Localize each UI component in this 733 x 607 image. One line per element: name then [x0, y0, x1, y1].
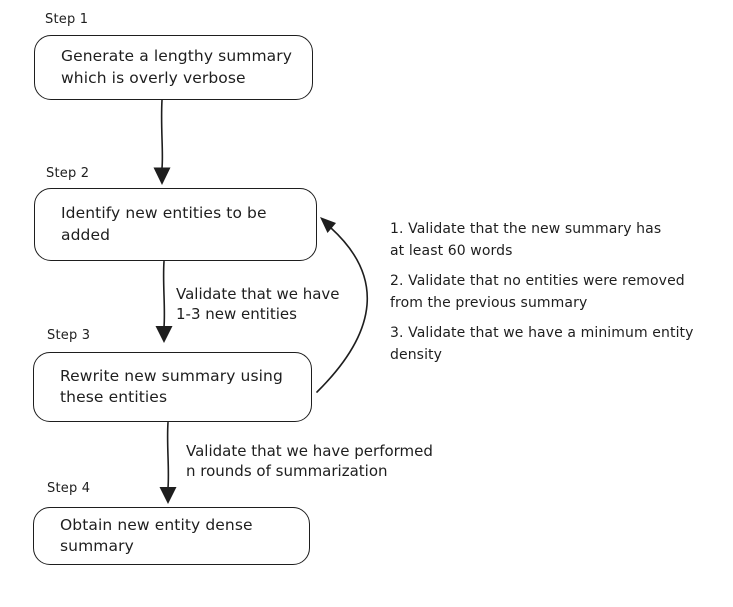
validation-item-2-line-2: from the previous summary: [390, 294, 588, 311]
edge-label-new-entities-line-1: Validate that we have: [176, 285, 340, 303]
arrow-step2-step3-shaft: [162, 260, 166, 328]
step-4-node: Obtain new entity dense summary: [33, 507, 310, 565]
step-3-text-line-2: these entities: [60, 388, 168, 406]
step-2-text-line-2: added: [61, 225, 111, 244]
step-1-label: Step 1: [45, 12, 89, 27]
step-1-text-line-2: which is overly verbose: [61, 68, 246, 87]
edge-label-n-rounds: Validate that we have performed n rounds…: [186, 441, 433, 481]
step-1-text-line-1: Generate a lengthy summary: [61, 47, 292, 65]
step-2-node: Identify new entities to be added: [34, 188, 317, 261]
edge-label-n-rounds-line-1: Validate that we have performed: [186, 442, 433, 460]
validation-item-3-line-2: density: [390, 346, 443, 363]
edge-label-new-entities: Validate that we have 1-3 new entities: [176, 284, 340, 324]
step-4-text-line-2: summary: [60, 537, 134, 555]
step-3-label: Step 3: [47, 328, 91, 343]
validation-item-3-line-1: 3. Validate that we have a minimum entit…: [390, 325, 694, 341]
step-3-node: Rewrite new summary using these entities: [33, 352, 312, 422]
edge-label-n-rounds-line-2: n rounds of summarization: [186, 462, 388, 480]
arrow-step1-step2-head: [153, 167, 171, 185]
validation-item-1: 1. Validate that the new summary has at …: [390, 219, 661, 262]
step-2-text-line-1: Identify new entities to be: [61, 204, 267, 222]
validation-item-3: 3. Validate that we have a minimum entit…: [390, 323, 694, 366]
edge-label-new-entities-line-2: 1-3 new entities: [176, 305, 297, 323]
validation-item-2: 2. Validate that no entities were remove…: [390, 271, 685, 314]
validation-item-2-line-1: 2. Validate that no entities were remove…: [390, 273, 685, 289]
validation-item-1-line-2: at least 60 words: [390, 242, 513, 259]
step-1-node: Generate a lengthy summary which is over…: [34, 35, 313, 100]
arrow-step2-step3-head: [155, 326, 173, 343]
arrow-step1-step2-shaft: [160, 99, 164, 169]
arrow-step3-step4-shaft: [166, 421, 170, 489]
step-4-text-line-1: Obtain new entity dense: [60, 515, 253, 534]
step-4-label: Step 4: [47, 481, 91, 496]
arrow-step3-step4-head: [159, 487, 177, 504]
feedback-arrow-head: [320, 217, 336, 233]
step-3-text-line-1: Rewrite new summary using: [60, 366, 283, 385]
step-2-label: Step 2: [46, 166, 90, 181]
validation-item-1-line-1: 1. Validate that the new summary has: [390, 221, 662, 237]
